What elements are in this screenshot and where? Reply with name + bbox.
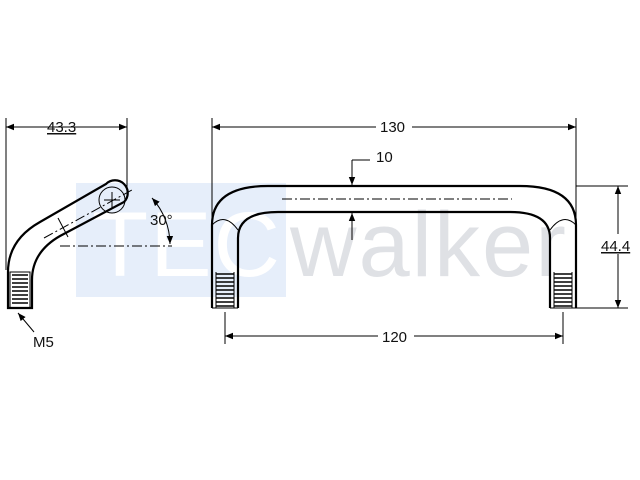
- front-view-thread-left: [215, 272, 235, 308]
- side-view-outline: [6, 179, 129, 310]
- watermark-logo-text: TEC: [92, 194, 282, 296]
- front-view-inner-outline: [236, 210, 552, 308]
- front-view: 130 10 44.4 120: [210, 116, 637, 346]
- front-view-outer-outline: [210, 184, 578, 308]
- watermark-text: walker: [289, 194, 568, 296]
- dim-overall-length: 130: [380, 119, 405, 136]
- front-view-thread-right: [553, 272, 573, 308]
- dim-diameter: 10: [376, 149, 393, 166]
- dim-angle: 30°: [150, 212, 173, 229]
- label-thread: M5: [33, 334, 54, 351]
- side-view-thread: [9, 271, 31, 309]
- side-view: 43.3 30° M5: [5, 118, 174, 351]
- dim-center-distance: 120: [382, 329, 407, 346]
- dim-height: 44.4: [601, 238, 630, 255]
- dim-side-width: 43.3: [47, 119, 76, 136]
- side-view-end-circle: [98, 186, 126, 214]
- watermark: TEC walker: [76, 183, 568, 297]
- side-view-centerline: [43, 189, 133, 239]
